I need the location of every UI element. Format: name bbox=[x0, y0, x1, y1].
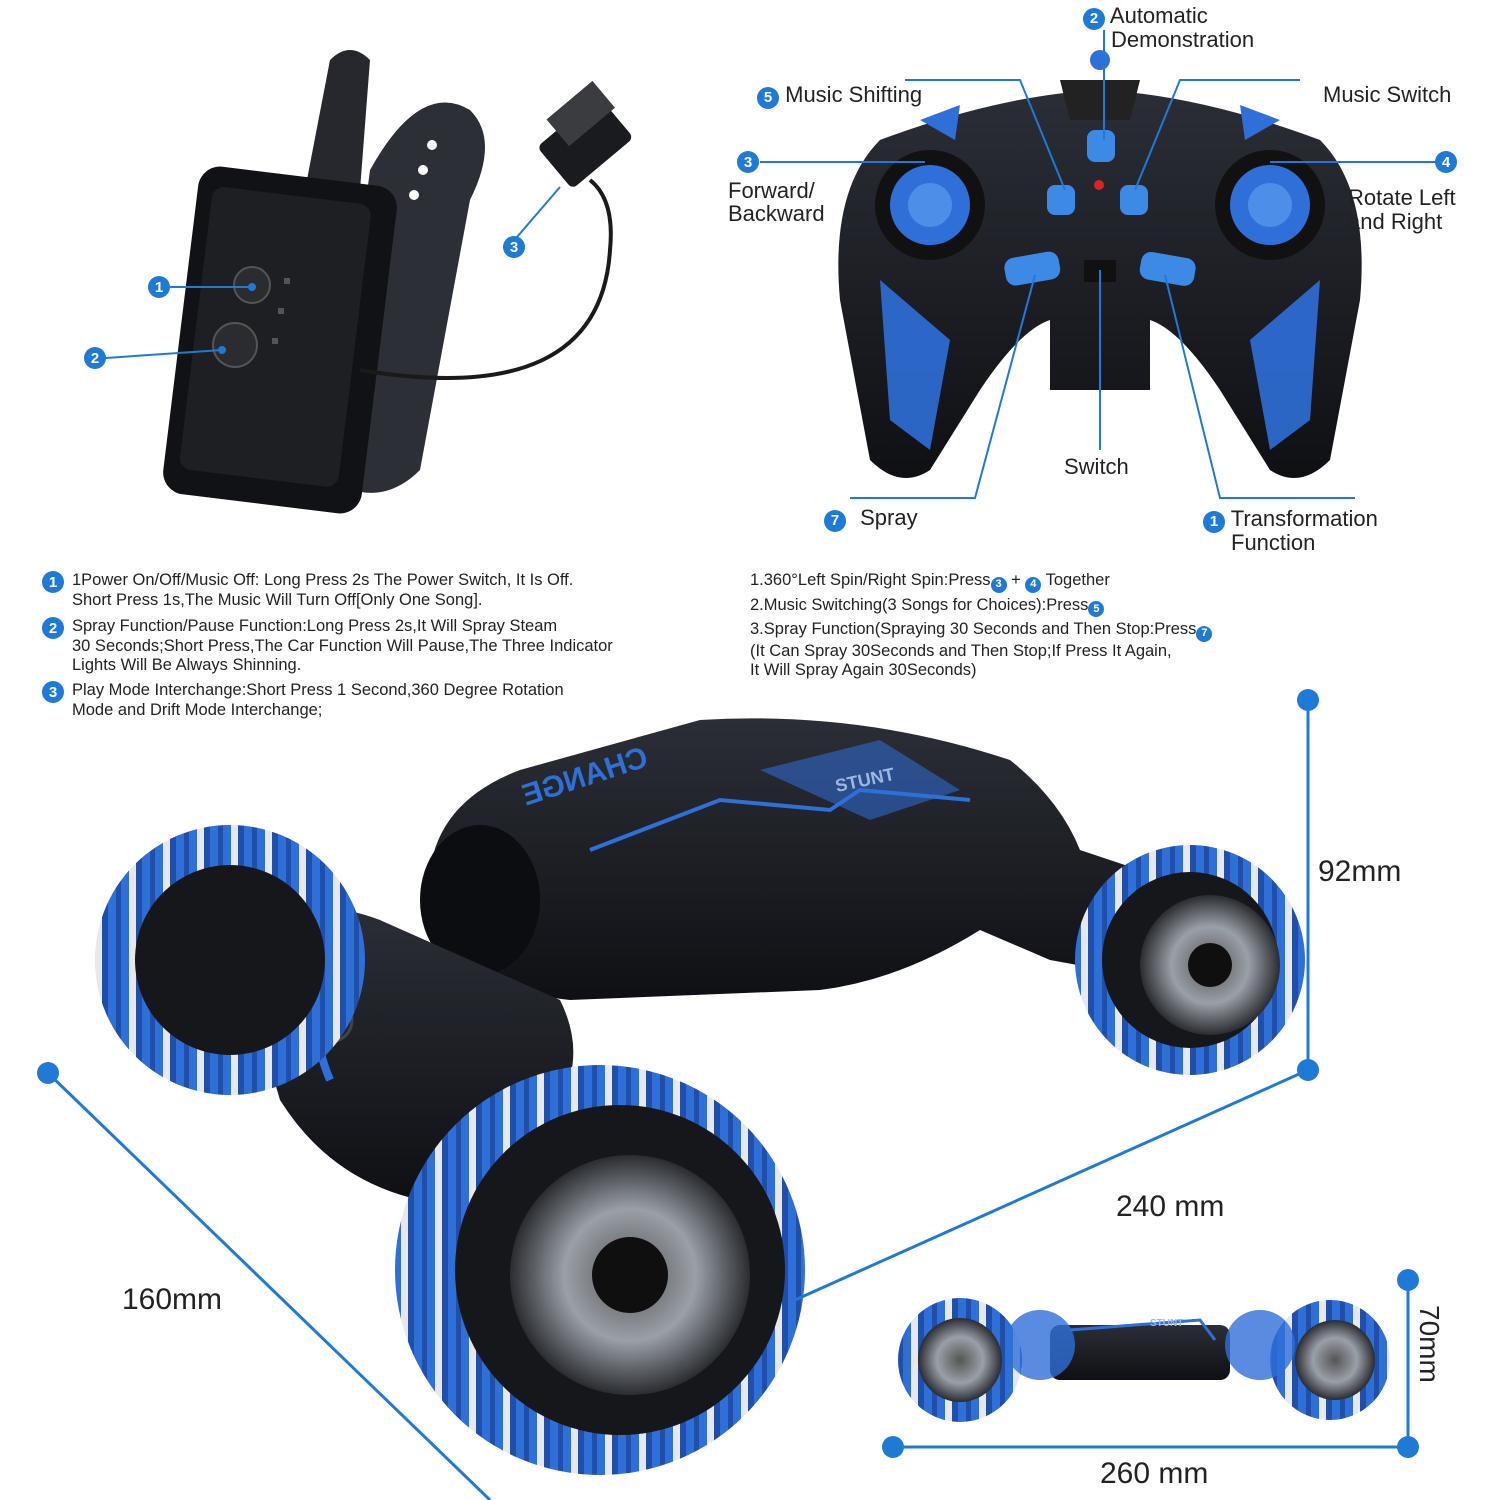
transformation-callout: 1 Transformation bbox=[1203, 507, 1378, 533]
dimension-width-label: 160mm bbox=[122, 1283, 223, 1316]
dimension-height-label: 92mm bbox=[1318, 855, 1402, 888]
ci-line2-a: 2.Music Switching(3 Songs for Choices):P… bbox=[750, 595, 1089, 614]
watch-instruction-3: 3 Play Mode Interchange:Short Press 1 Se… bbox=[42, 681, 564, 720]
music-switch-label: Music Switch bbox=[1323, 82, 1452, 107]
watch-instruction-3-line-2: Mode and Drift Mode Interchange; bbox=[72, 700, 323, 719]
rotate-label-1: Rotate Left bbox=[1348, 185, 1456, 210]
controller-instruction-line-5: It Will Spray Again 30Seconds) bbox=[750, 661, 977, 679]
spray-badge: 7 bbox=[824, 509, 846, 532]
watch-instruction-1: 1 1Power On/Off/Music Off: Long Press 2s… bbox=[42, 571, 573, 610]
gesture-watch bbox=[163, 50, 632, 514]
spray-label: Spray bbox=[860, 505, 918, 530]
auto-demo-label-2: Demonstration bbox=[1111, 27, 1255, 52]
ci-line1-badge-4: 4 bbox=[1025, 576, 1042, 593]
transformation-label-1: Transformation bbox=[1230, 506, 1378, 531]
forward-backward-badge: 3 bbox=[737, 151, 759, 173]
remote-leader-lines bbox=[760, 30, 1440, 499]
watch-instruction-3-badge: 3 bbox=[42, 681, 64, 703]
controller-instruction-line-4: (It Can Spray 30Seconds and Then Stop;If… bbox=[750, 641, 1172, 660]
watch-leader-lines bbox=[105, 186, 561, 359]
watch-instruction-2-badge: 2 bbox=[42, 617, 64, 639]
watch-instruction-1-line-2: Short Press 1s,The Music Will Turn Off[O… bbox=[72, 590, 483, 609]
dimension-small-length-label: 260 mm bbox=[1100, 1457, 1209, 1490]
rotate-label-2: and Right bbox=[1348, 209, 1443, 234]
music-shifting-label: Music Shifting bbox=[785, 82, 923, 107]
watch-instruction-2-line-1: Spray Function/Pause Function:Long Press… bbox=[72, 617, 558, 635]
forward-backward-label-2: Backward bbox=[728, 201, 825, 226]
small-car-stunt-text: STUNT bbox=[1150, 1318, 1184, 1329]
watch-instruction-3-line-1: Play Mode Interchange:Short Press 1 Seco… bbox=[72, 681, 564, 699]
transformation-label-2: Function bbox=[1231, 530, 1316, 555]
auto-demo-label-1: Automatic bbox=[1109, 3, 1208, 28]
dimension-length-label: 240 mm bbox=[1116, 1190, 1225, 1223]
watch-badge-3: 3 bbox=[503, 236, 525, 258]
small-car bbox=[898, 1298, 1390, 1422]
watch-instruction-1-line-1: 1Power On/Off/Music Off: Long Press 2s T… bbox=[72, 571, 574, 589]
ci-line3-badge-7: 7 bbox=[1196, 625, 1213, 642]
watch-instruction-2: 2 Spray Function/Pause Function:Long Pre… bbox=[42, 617, 613, 676]
rotate-badge: 4 bbox=[1435, 151, 1457, 173]
controller-instruction-line-3: 3.Spray Function(Spraying 30 Seconds and… bbox=[750, 620, 1213, 642]
spray-callout: 7 Spray bbox=[824, 506, 918, 532]
stunt-car bbox=[95, 718, 1305, 1475]
ci-line1-a: 1.360°Left Spin/Right Spin:Press bbox=[750, 571, 991, 589]
auto-demo-callout: 2 Automatic bbox=[1083, 4, 1208, 30]
ci-line3-a: 3.Spray Function(Spraying 30 Seconds and… bbox=[750, 620, 1197, 638]
switch-label: Switch bbox=[1064, 454, 1129, 479]
auto-demo-badge: 2 bbox=[1083, 7, 1105, 30]
dimension-lines bbox=[46, 700, 1410, 1500]
watch-instruction-2-line-2: 30 Seconds;Short Press,The Car Function … bbox=[72, 636, 613, 655]
ci-line2-badge-5: 5 bbox=[1088, 601, 1105, 617]
dimension-endpoints bbox=[37, 689, 1419, 1458]
forward-backward-label-1: Forward/ bbox=[728, 178, 815, 203]
watch-instruction-1-badge: 1 bbox=[42, 571, 64, 593]
ci-line1-b: Together bbox=[1041, 571, 1110, 589]
transformation-badge: 1 bbox=[1203, 510, 1225, 533]
watch-badge-2: 2 bbox=[84, 347, 106, 369]
music-shifting-badge: 5 bbox=[757, 86, 779, 109]
dimension-small-height-label: 70mm bbox=[1414, 1305, 1445, 1383]
controller-instruction-line-2: 2.Music Switching(3 Songs for Choices):P… bbox=[750, 595, 1212, 617]
ci-line1-badge-3: 3 bbox=[990, 576, 1007, 593]
ci-line1-plus: + bbox=[1006, 571, 1026, 589]
watch-badge-1: 1 bbox=[148, 276, 170, 298]
watch-instruction-2-line-3: Lights Will Be Always Shinning. bbox=[72, 656, 302, 674]
music-shifting-callout: 5 Music Shifting bbox=[757, 83, 922, 109]
